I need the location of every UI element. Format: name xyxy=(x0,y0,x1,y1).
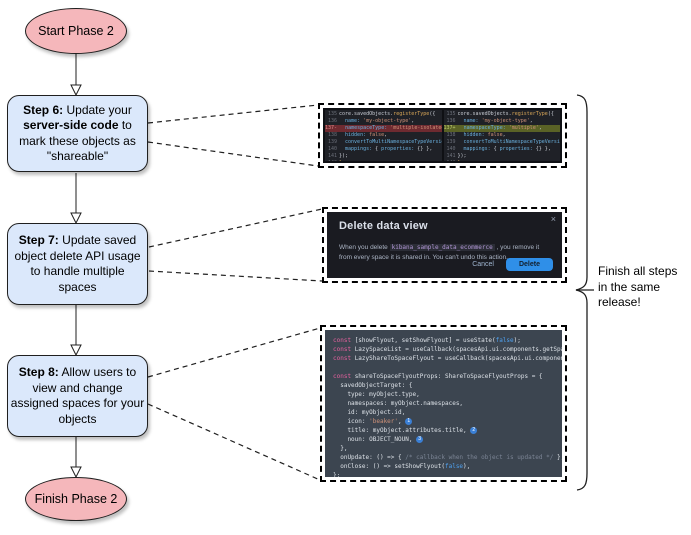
code-line: const [showFlyout, setShowFlyout] = useS… xyxy=(333,337,521,344)
code-line: onClose: () => setShowFlyout(false), xyxy=(333,463,471,470)
curly-brace xyxy=(575,94,594,491)
cancel-button[interactable]: Cancel xyxy=(472,261,494,268)
code-line: }; xyxy=(333,472,341,477)
code-line: onUpdate: () => { /* callback when the o… xyxy=(333,454,562,461)
flyout-code-frame: const [showFlyout, setShowFlyout] = useS… xyxy=(320,325,567,482)
dialog-title: Delete data view xyxy=(339,220,428,232)
dialog-actions: Cancel Delete xyxy=(472,258,553,271)
diff-line: 137+ namespaceType: 'multiple', xyxy=(443,125,560,132)
delete-dialog: Delete data view × When you delete kiban… xyxy=(327,212,562,278)
callout-lines xyxy=(147,104,323,481)
code-line: const shareToSpaceFlyoutProps: ShareToSp… xyxy=(333,373,543,380)
brace-annotation: Finish all steps in the same release! xyxy=(598,264,678,309)
diff-line: 136 name: 'my-object-type', xyxy=(446,118,533,124)
delete-button[interactable]: Delete xyxy=(505,258,553,271)
start-node-label: Start Phase 2 xyxy=(38,24,114,38)
diff-line: 138 hidden: false, xyxy=(446,132,506,138)
step6-label: Step 6: Update your server-side code to … xyxy=(19,102,136,164)
flow-arrow-start-step6 xyxy=(70,54,82,97)
diff-line: 141}); xyxy=(446,153,467,159)
dialog-body-prefix: When you delete xyxy=(339,244,390,251)
dialog-body-suffix: , you remove it from every space it is s… xyxy=(339,244,540,261)
step8-label: Step 8: Allow users to view and change a… xyxy=(10,365,145,426)
diff-line: 140 mappings: { properties: {} }, xyxy=(327,146,433,152)
dataview-name-badge: kibana_sample_data_ecommerce xyxy=(389,244,495,251)
code-line: type: myObject.type, xyxy=(333,391,420,398)
diff-line: 142} xyxy=(325,160,442,161)
finish-node-label: Finish Phase 2 xyxy=(34,492,118,506)
finish-node: Finish Phase 2 xyxy=(25,477,127,521)
diff-line: 136 name: 'my-object-type', xyxy=(327,118,415,124)
diff-line: 142} xyxy=(444,160,561,161)
code-line: const LazySpaceList = useCallback(spaces… xyxy=(333,346,562,353)
code-line: id: myObject.id, xyxy=(333,409,406,416)
close-icon[interactable]: × xyxy=(550,214,556,224)
code-line xyxy=(333,363,562,372)
code-line: title: myObject.attributes.title, 2 xyxy=(333,426,562,435)
code-line: icon: 'beaker', 1 xyxy=(333,417,562,426)
code-line: noun: OBJECT_NOUN, 3 xyxy=(333,435,562,444)
step8-box: Step 8: Allow users to view and change a… xyxy=(7,355,148,437)
step7-box: Step 7: Update saved object delete API u… xyxy=(7,223,148,305)
flow-arrow-step8-finish xyxy=(70,437,82,479)
flow-arrow-step7-step8 xyxy=(70,305,82,357)
flow-arrow-step6-step7 xyxy=(70,173,82,225)
diff-line: 140 mappings: { properties: {} }, xyxy=(446,146,551,152)
code-line: const LazyShareToSpaceFlyout = useCallba… xyxy=(333,355,562,362)
start-node: Start Phase 2 xyxy=(25,8,127,54)
code-line: namespaces: myObject.namespaces, xyxy=(333,400,464,407)
diff-line: 137- namespaceType: 'multiple-isolated', xyxy=(325,125,442,132)
diff-line: 138 hidden: false, xyxy=(327,132,388,138)
step7-label: Step 7: Update saved object delete API u… xyxy=(14,233,141,294)
delete-dialog-frame: Delete data view × When you delete kiban… xyxy=(322,207,567,283)
code-line: }, xyxy=(333,445,348,452)
diff-line: 139 convertToMultiNamespaceTypeVersion: … xyxy=(446,139,560,145)
code-line: savedObjectTarget: { xyxy=(333,382,413,389)
dialog-body: When you delete kibana_sample_data_ecomm… xyxy=(339,243,552,262)
step6-box: Step 6: Update your server-side code to … xyxy=(7,95,148,172)
diff-line: 141}); xyxy=(327,153,349,159)
flyout-code-screenshot: const [showFlyout, setShowFlyout] = useS… xyxy=(325,330,562,477)
diff-line: 139 convertToMultiNamespaceTypeVersion: … xyxy=(327,139,442,145)
